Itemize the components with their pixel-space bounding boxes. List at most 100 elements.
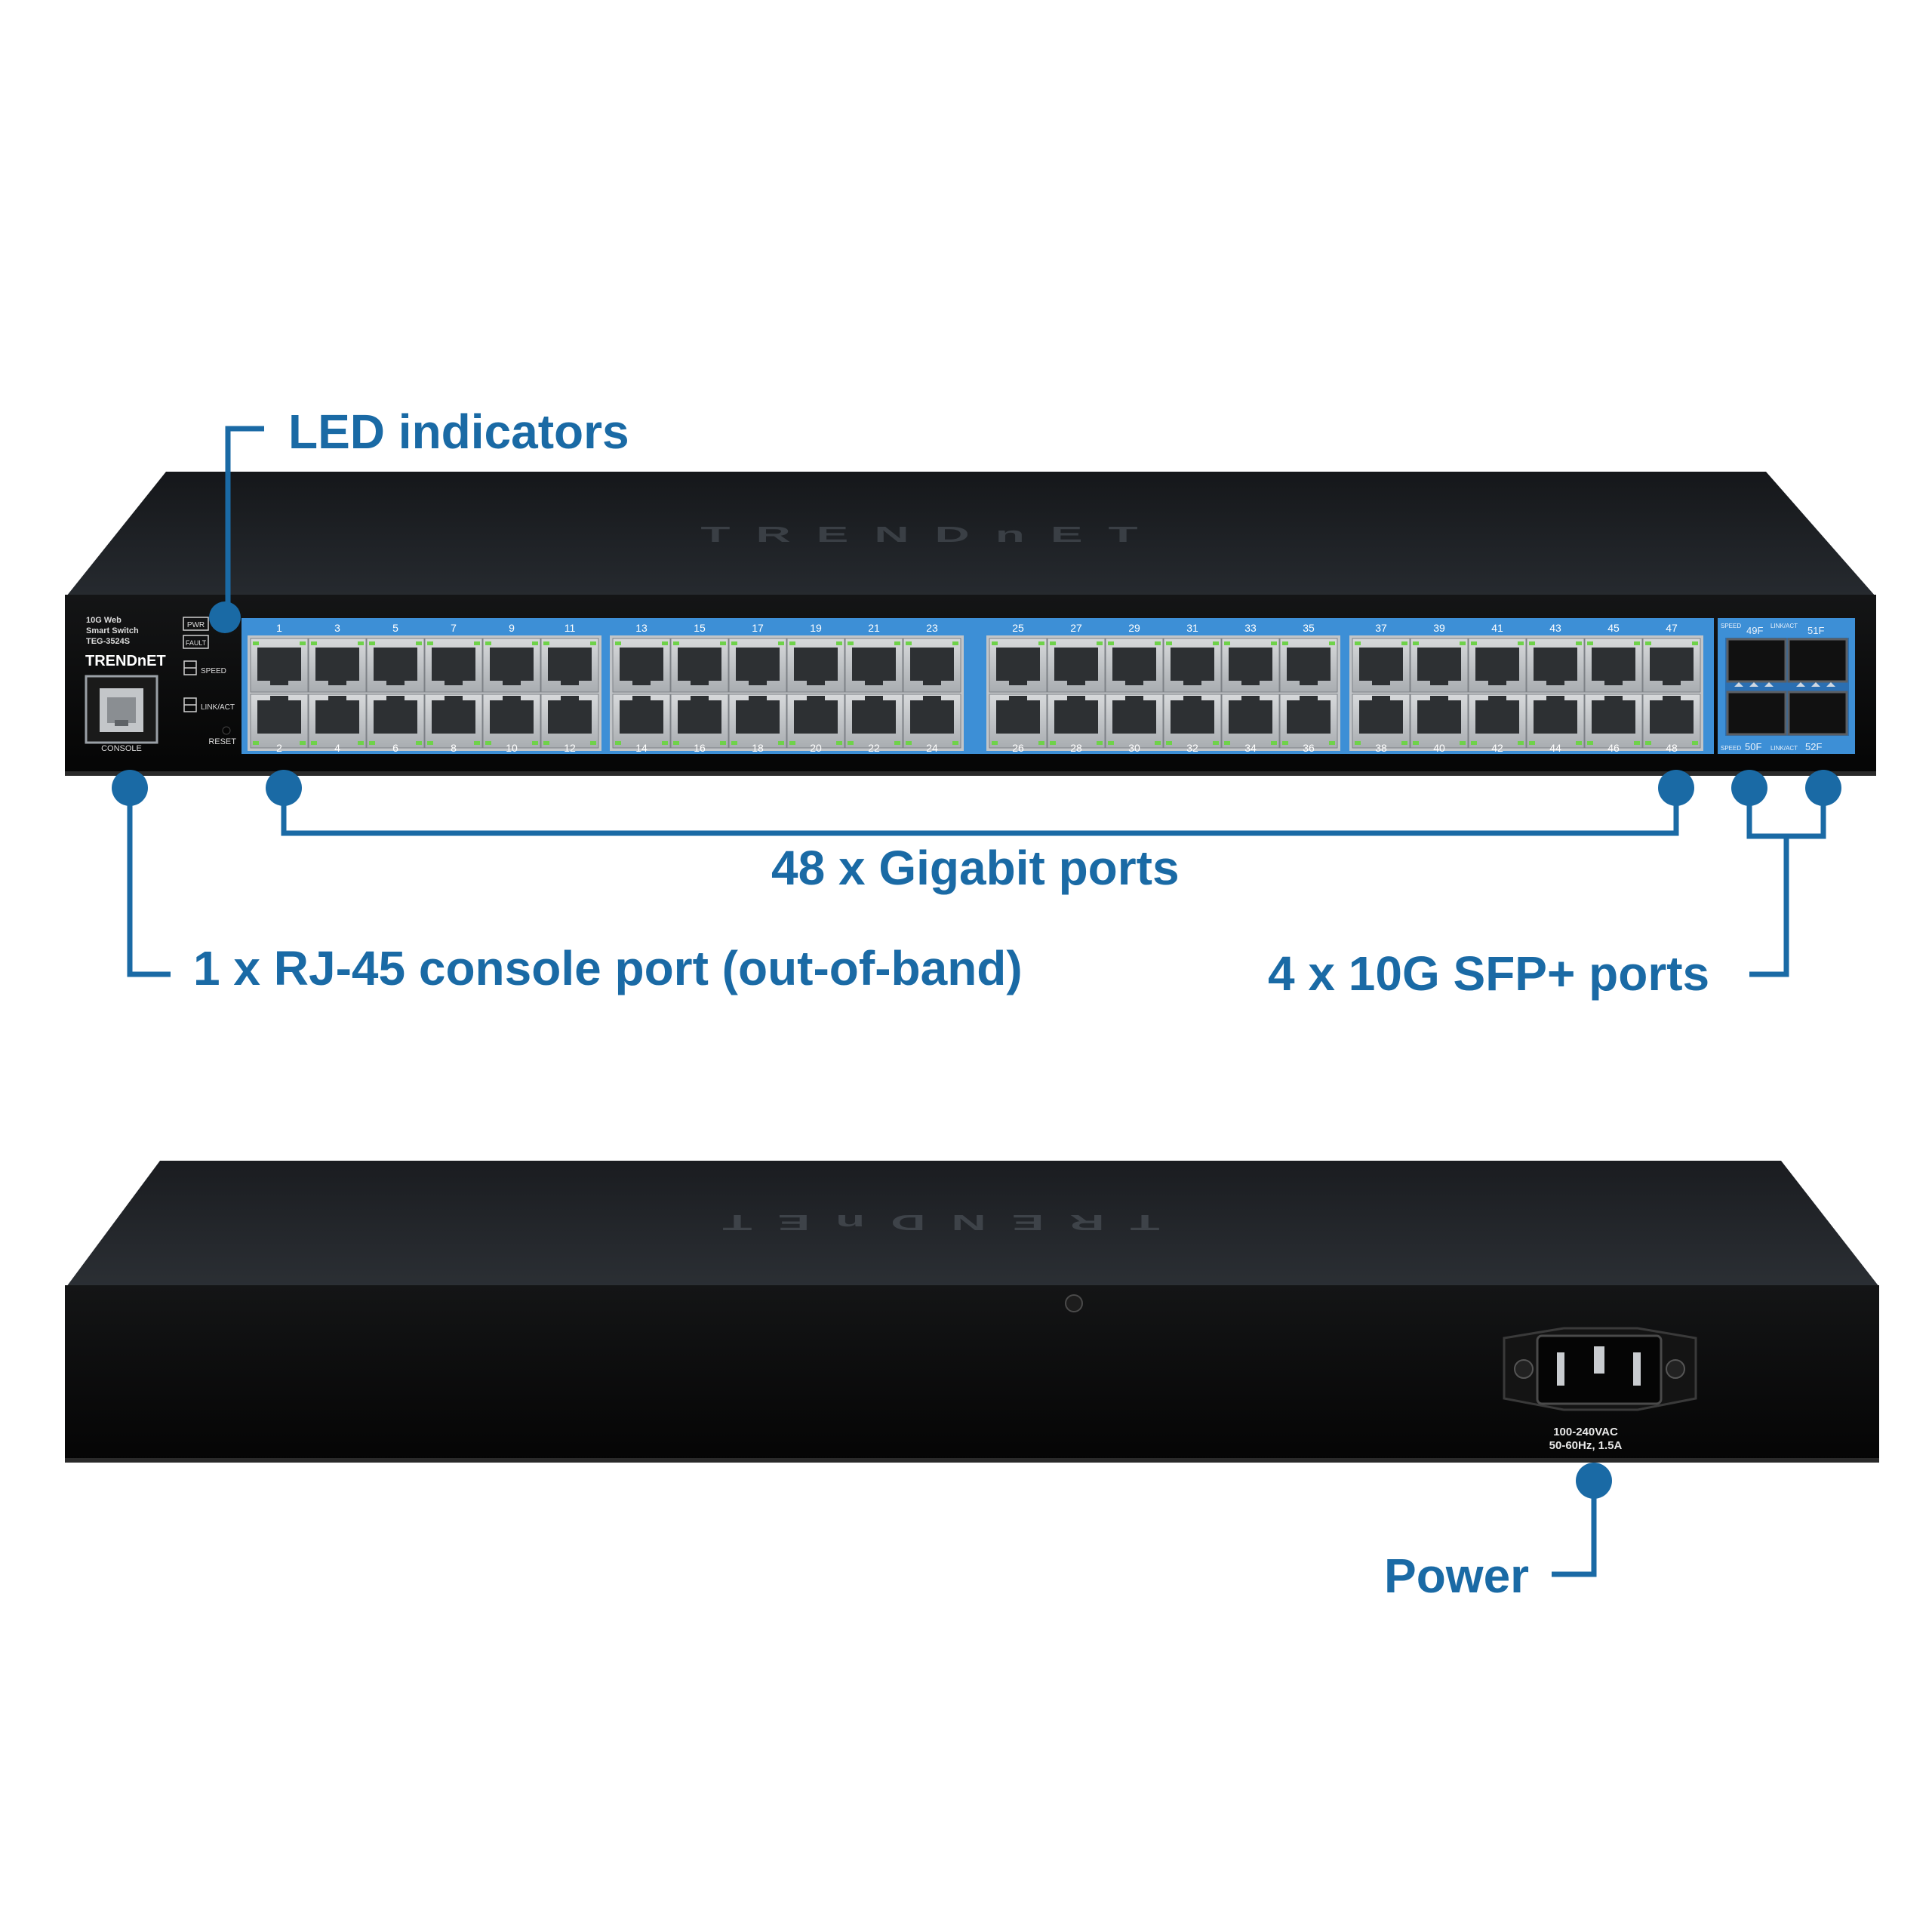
port-number-bottom: 48 — [1666, 742, 1678, 754]
led-speed-label: SPEED — [201, 667, 226, 675]
port-number-top: 7 — [451, 622, 457, 634]
rj45-port-44 — [1526, 694, 1585, 749]
power-inlet — [1503, 1327, 1697, 1411]
rj45-port-21 — [844, 638, 903, 693]
gigabit-callout-dot-left — [266, 770, 302, 806]
sfp-callout-line — [1746, 788, 1826, 977]
power-callout-line — [1552, 1481, 1597, 1577]
port-number-bottom: 28 — [1070, 742, 1082, 754]
port-number-top: 11 — [565, 622, 576, 634]
led-callout-dot — [209, 601, 241, 633]
rj45-port-28 — [1047, 694, 1106, 749]
rj45-port-8 — [424, 694, 483, 749]
sfp-port-50f — [1726, 691, 1787, 736]
rj45-port-10 — [482, 694, 541, 749]
sfp-ports-label: 4 x 10G SFP+ ports — [1268, 946, 1710, 1001]
front-callout-lines — [127, 426, 1826, 977]
port-number-top: 3 — [334, 622, 340, 634]
port-number-bottom: 22 — [868, 742, 880, 754]
rj45-port-25 — [989, 638, 1048, 693]
port-number-bottom: 8 — [451, 742, 457, 754]
console-label: CONSOLE — [101, 744, 142, 753]
rj45-port-12 — [540, 694, 599, 749]
sfp-port-52f — [1787, 691, 1848, 736]
rj45-port-3 — [308, 638, 367, 693]
console-callout-line — [127, 788, 171, 977]
sfp-label-51f: 51F — [1807, 625, 1824, 636]
port-number-bottom: 20 — [810, 742, 822, 754]
rj45-port-46 — [1584, 694, 1643, 749]
port-number-top: 35 — [1303, 622, 1315, 634]
port-number-top: 43 — [1549, 622, 1561, 634]
power-callout — [1552, 1463, 1612, 1577]
port-number-bottom: 40 — [1433, 742, 1445, 754]
sfp-linkact-top: LINK/ACT — [1770, 623, 1798, 629]
port-number-bottom: 6 — [392, 742, 398, 754]
gigabit-callout-line — [281, 788, 1679, 836]
sfp-linkact-bottom: LINK/ACT — [1770, 745, 1798, 752]
rj45-port-32 — [1163, 694, 1222, 749]
switch-rear-top-cover — [66, 1161, 1879, 1287]
hood-logo-rear: TRENDnET — [697, 1211, 1159, 1235]
port-number-top: 39 — [1433, 622, 1445, 634]
port-number-top: 25 — [1012, 622, 1024, 634]
switch-rear: TRENDnET 100-240VAC 50-60Hz, 1.5A — [65, 1161, 1879, 1463]
reset-button — [222, 726, 231, 735]
port-number-top: 21 — [868, 622, 880, 634]
rj45-port-18 — [728, 694, 787, 749]
port-number-bottom: 16 — [694, 742, 706, 754]
port-number-bottom: 32 — [1186, 742, 1198, 754]
port-number-bottom: 30 — [1128, 742, 1140, 754]
rj45-port-37 — [1352, 638, 1411, 693]
hood-logo-front: TRENDnET — [700, 522, 1163, 546]
rj45-port-39 — [1410, 638, 1469, 693]
port-number-top: 17 — [752, 622, 764, 634]
sfp-speed-top: SPEED — [1721, 623, 1741, 629]
led-indicators-label: LED indicators — [288, 405, 629, 459]
rj45-port-19 — [786, 638, 845, 693]
rj45-port-16 — [670, 694, 729, 749]
rj45-port-27 — [1047, 638, 1106, 693]
rj45-port-15 — [670, 638, 729, 693]
model-line-3: TEG-3524S — [86, 637, 130, 646]
front-callout-dots — [112, 601, 1841, 806]
port-number-top: 37 — [1375, 622, 1387, 634]
rj45-port-41 — [1468, 638, 1527, 693]
rj45-port-35 — [1279, 638, 1338, 693]
rj45-port-47 — [1642, 638, 1701, 693]
rj45-port-45 — [1584, 638, 1643, 693]
brand-logo: TRENDnET — [85, 653, 166, 669]
port-number-bottom: 46 — [1607, 742, 1620, 754]
rj45-port-31 — [1163, 638, 1222, 693]
rj45-port-42 — [1468, 694, 1527, 749]
switch-front: TRENDnET 10G Web Smart Switch TEG-3524S … — [65, 472, 1876, 776]
port-number-bottom: 38 — [1375, 742, 1387, 754]
rj45-port-1 — [250, 638, 309, 693]
port-number-top: 15 — [694, 622, 706, 634]
rj45-port-20 — [786, 694, 845, 749]
rj45-port-grid — [248, 635, 1703, 751]
console-callout-dot — [112, 770, 148, 806]
port-number-bottom: 26 — [1012, 742, 1024, 754]
rj45-port-2 — [250, 694, 309, 749]
rj45-port-29 — [1105, 638, 1164, 693]
port-number-top: 23 — [926, 622, 938, 634]
led-linkact-label: LINK/ACT — [201, 703, 235, 712]
port-number-bottom: 10 — [506, 742, 518, 754]
port-number-bottom: 36 — [1303, 742, 1315, 754]
model-line-1: 10G Web — [86, 616, 122, 625]
port-number-bottom: 4 — [334, 742, 340, 754]
port-number-top: 31 — [1186, 622, 1198, 634]
port-number-top: 33 — [1244, 622, 1257, 634]
port-number-top: 5 — [392, 622, 398, 634]
rj45-port-22 — [844, 694, 903, 749]
rj45-port-26 — [989, 694, 1048, 749]
port-number-bottom: 44 — [1549, 742, 1561, 754]
rj45-port-34 — [1221, 694, 1280, 749]
rj45-port-43 — [1526, 638, 1585, 693]
rj45-port-4 — [308, 694, 367, 749]
rj45-port-17 — [728, 638, 787, 693]
